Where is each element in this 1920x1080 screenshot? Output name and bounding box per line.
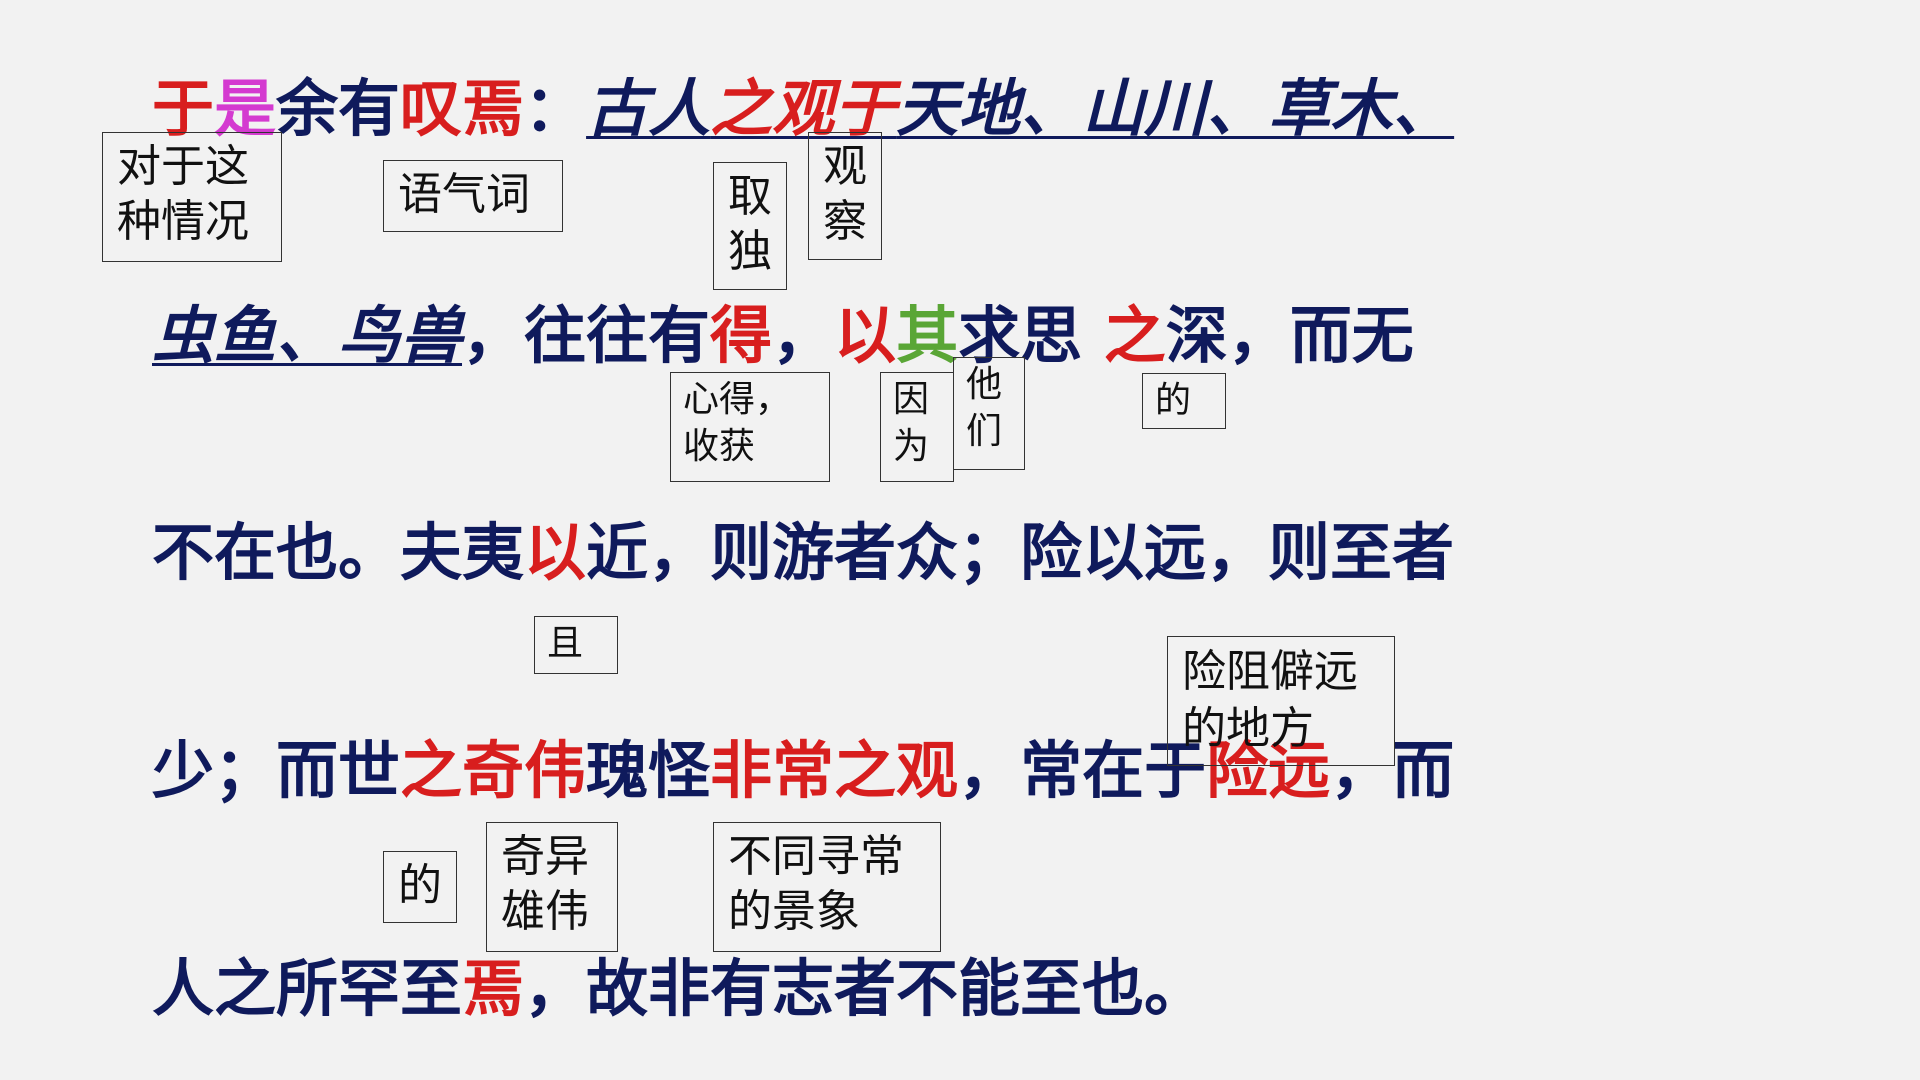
text-segment: 得: [710, 299, 773, 372]
annotation-qie: 且: [534, 616, 618, 674]
text-segment: ，而: [1330, 734, 1455, 807]
annotation-yuqici: 语气词: [383, 160, 563, 232]
text-line-3: 不在也。夫夷以近，则游者众；险以远，则至者: [152, 522, 1454, 584]
text-segment: ，往往有: [462, 299, 711, 372]
annotation-yinwei: 因 为: [880, 372, 954, 482]
text-segment: 深，而无: [1165, 299, 1414, 372]
annotation-xianzu-piyuan: 险阻僻远 的地方: [1167, 636, 1395, 766]
text-segment: 其: [896, 299, 959, 372]
annotation-butong-xunchang: 不同寻常 的景象: [713, 822, 941, 952]
text-segment: 叹焉: [400, 72, 525, 145]
text-segment: 天地、山川、草木、: [896, 72, 1455, 145]
annotation-de-2: 的: [383, 851, 457, 923]
text-segment: 以: [834, 299, 897, 372]
text-segment: 古人: [586, 72, 711, 145]
text-segment: 之观于: [710, 72, 897, 145]
text-segment: 人之所罕至: [152, 952, 463, 1025]
text-segment: 是: [214, 72, 277, 145]
text-segment: ，故非有志者不能至也。: [524, 952, 1207, 1025]
text-segment: 瑰怪: [586, 734, 711, 807]
annotation-tamen: 他 们: [953, 357, 1025, 470]
text-segment: 不在也。夫夷: [152, 516, 525, 589]
text-segment: 余有: [276, 72, 401, 145]
text-segment: 求思: [958, 299, 1104, 372]
text-segment: 非常之观: [710, 734, 959, 807]
text-line-5: 人之所罕至焉，故非有志者不能至也。: [152, 958, 1206, 1020]
annotation-qu-du: 取 独: [713, 162, 787, 290]
text-segment: ，常在于: [958, 734, 1207, 807]
annotation-qiyi-xiongwei: 奇异 雄伟: [486, 822, 618, 952]
annotation-de-1: 的: [1142, 373, 1226, 429]
text-segment: 险远: [1206, 734, 1331, 807]
text-segment: ，: [772, 299, 835, 372]
text-segment: 以: [524, 516, 587, 589]
text-segment: 少；而世: [152, 734, 401, 807]
annotation-guancha: 观 察: [808, 132, 882, 260]
text-segment: 之奇伟: [400, 734, 587, 807]
annotation-xinde-shouhuo: 心得， 收获: [670, 372, 830, 482]
text-segment: ：: [524, 72, 587, 145]
annotation-duiyu-zhezhong-qingkuang: 对于这 种情况: [102, 132, 282, 262]
text-segment: 虫鱼、鸟兽: [152, 299, 463, 372]
text-segment: 于: [152, 72, 215, 145]
text-line-4: 少；而世之奇伟瑰怪非常之观，常在于险远，而: [152, 740, 1454, 802]
text-line-1: 于是余有叹焉：古人之观于天地、山川、草木、: [152, 78, 1454, 140]
text-segment: 之: [1103, 299, 1166, 372]
text-segment: 近，则游者众；险以远，则至者: [586, 516, 1455, 589]
text-segment: 焉: [462, 952, 525, 1025]
text-line-2: 虫鱼、鸟兽，往往有得，以其求思 之深，而无: [152, 305, 1414, 367]
